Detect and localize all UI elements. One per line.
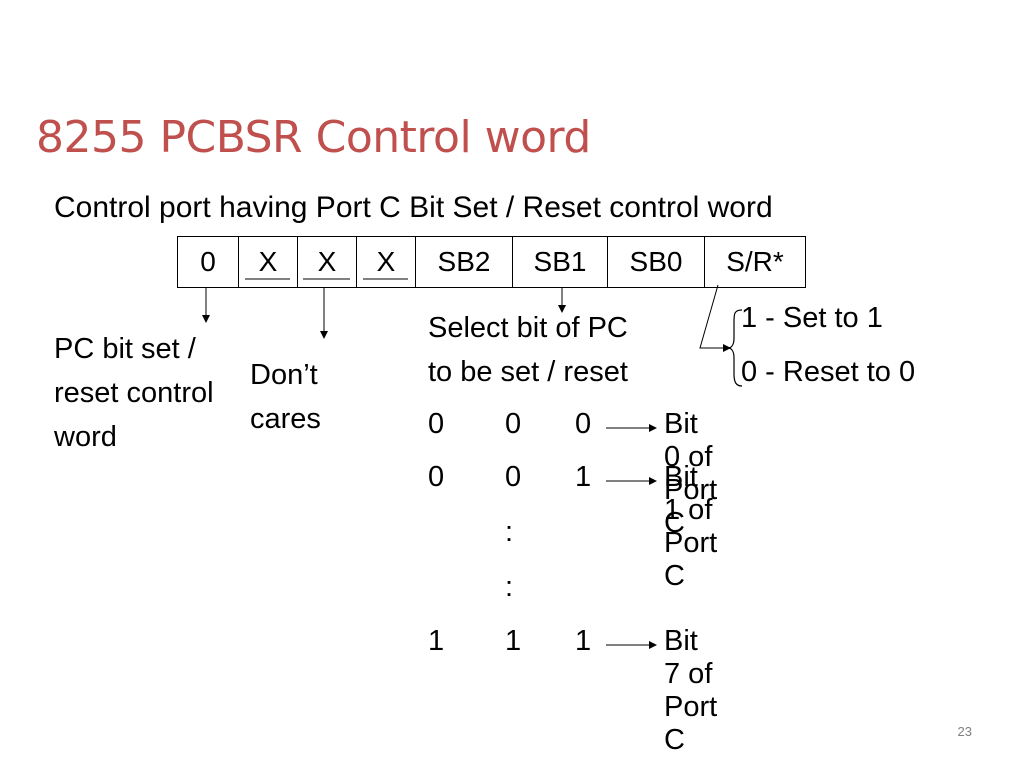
- bit-result: Bit 1 of Port C: [664, 461, 718, 592]
- select-bit-label: Select bit of PC to be set / reset: [428, 306, 628, 394]
- bit-sb1: 1: [505, 625, 522, 657]
- control-word-row: 0 X X X SB2 SB1 SB0 S/R*: [177, 236, 806, 288]
- bit-result: Bit 0 of Port C: [664, 408, 718, 539]
- control-word-bit-d0: S/R*: [704, 236, 806, 288]
- ellipsis-colon: :: [505, 571, 514, 603]
- bit-sb0: 1: [575, 625, 592, 657]
- bit-sb1: 0: [505, 408, 522, 440]
- control-word-table: 0 X X X SB2 SB1 SB0 S/R*: [177, 236, 806, 288]
- bit-sb2: 1: [428, 625, 445, 657]
- bit-sb2: 0: [428, 461, 445, 493]
- control-word-bit-d7: 0: [177, 236, 239, 288]
- bit-sb0: 0: [575, 408, 592, 440]
- bit-sb0: 1: [575, 461, 592, 493]
- arrow-sr: [699, 284, 731, 352]
- control-word-bit-d1: SB0: [607, 236, 705, 288]
- brace: [727, 309, 743, 387]
- select-bit-line-2: to be set / reset: [428, 356, 628, 388]
- bit-sb1: 0: [505, 461, 522, 493]
- reset-label: 0 - Reset to 0: [741, 356, 916, 388]
- select-bit-line-1: Select bit of PC: [428, 312, 628, 344]
- pc-bit-set-label: PC bit set / reset control word: [54, 333, 214, 453]
- slide-title: 8255 PCBSR Control word: [36, 112, 591, 163]
- slide-subtitle: Control port having Port C Bit Set / Res…: [54, 191, 773, 224]
- bit-sb2: 0: [428, 408, 445, 440]
- ellipsis-colon: :: [505, 516, 514, 548]
- page-number: 23: [957, 724, 972, 739]
- bit-result: Bit 7 of Port C: [664, 625, 718, 756]
- set-label: 1 - Set to 1: [741, 302, 883, 334]
- dont-cares-label: Don’t cares: [250, 359, 321, 435]
